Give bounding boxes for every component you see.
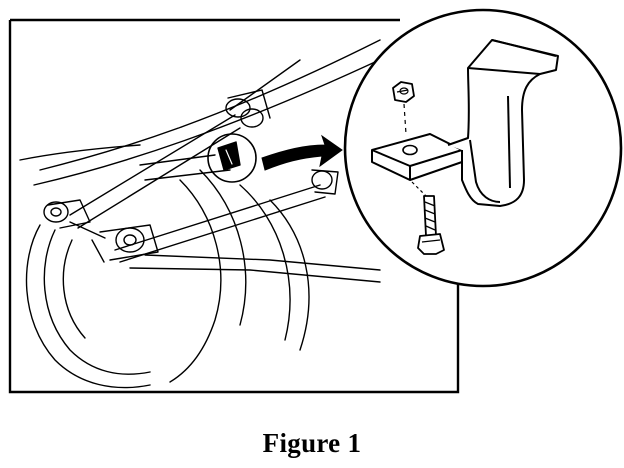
knuckle-joint	[91, 224, 159, 263]
pointer-arrow	[261, 134, 343, 171]
detail-callout	[207, 133, 257, 183]
tire-left	[25, 224, 151, 389]
bracket-icon	[371, 39, 559, 207]
bolt-icon	[417, 195, 445, 255]
main-frame	[8, 18, 460, 394]
upper-link	[69, 114, 241, 229]
installation-diagram	[8, 8, 623, 394]
end-coupling	[311, 169, 339, 195]
shock-mount	[225, 89, 271, 128]
frame-rail	[19, 39, 391, 186]
nut-guide-line	[403, 103, 407, 135]
tire-right	[169, 169, 310, 383]
suspension-assembly	[19, 39, 391, 389]
figure-caption: Figure 1	[262, 428, 362, 458]
nut-icon	[392, 81, 415, 103]
ball-joint-left	[43, 199, 106, 239]
tie-rod	[114, 184, 381, 283]
